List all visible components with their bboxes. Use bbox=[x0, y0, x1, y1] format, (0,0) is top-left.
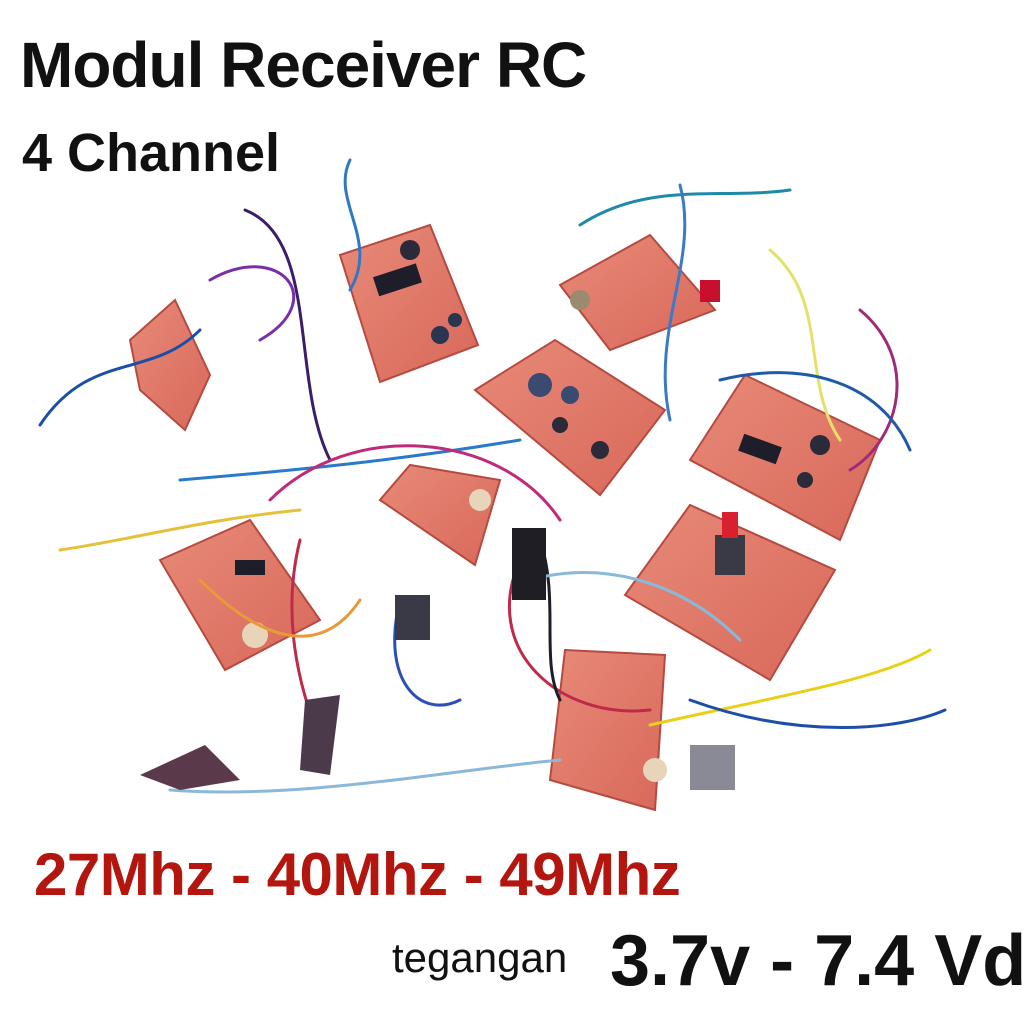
pcb-board bbox=[623, 503, 837, 682]
pcb-board bbox=[338, 223, 480, 384]
pcb-board bbox=[128, 298, 212, 432]
page-subtitle: 4 Channel bbox=[22, 123, 281, 183]
switch bbox=[395, 595, 430, 640]
connector-housing bbox=[512, 528, 546, 600]
foil-wrap bbox=[300, 695, 340, 775]
pcb-board bbox=[688, 373, 882, 542]
pcb-board bbox=[473, 338, 667, 497]
voltage-value: 3.7v - 7.4 Vd bbox=[610, 921, 1024, 1001]
voltage-label: tegangan bbox=[392, 934, 568, 981]
pcb-board bbox=[378, 463, 502, 567]
pcb-board bbox=[548, 648, 735, 812]
foil-wrap bbox=[140, 745, 240, 790]
page-title: Modul Receiver RC bbox=[20, 29, 587, 101]
pcb-board bbox=[558, 233, 720, 352]
frequency-range: 27Mhz - 40Mhz - 49Mhz bbox=[34, 841, 681, 908]
